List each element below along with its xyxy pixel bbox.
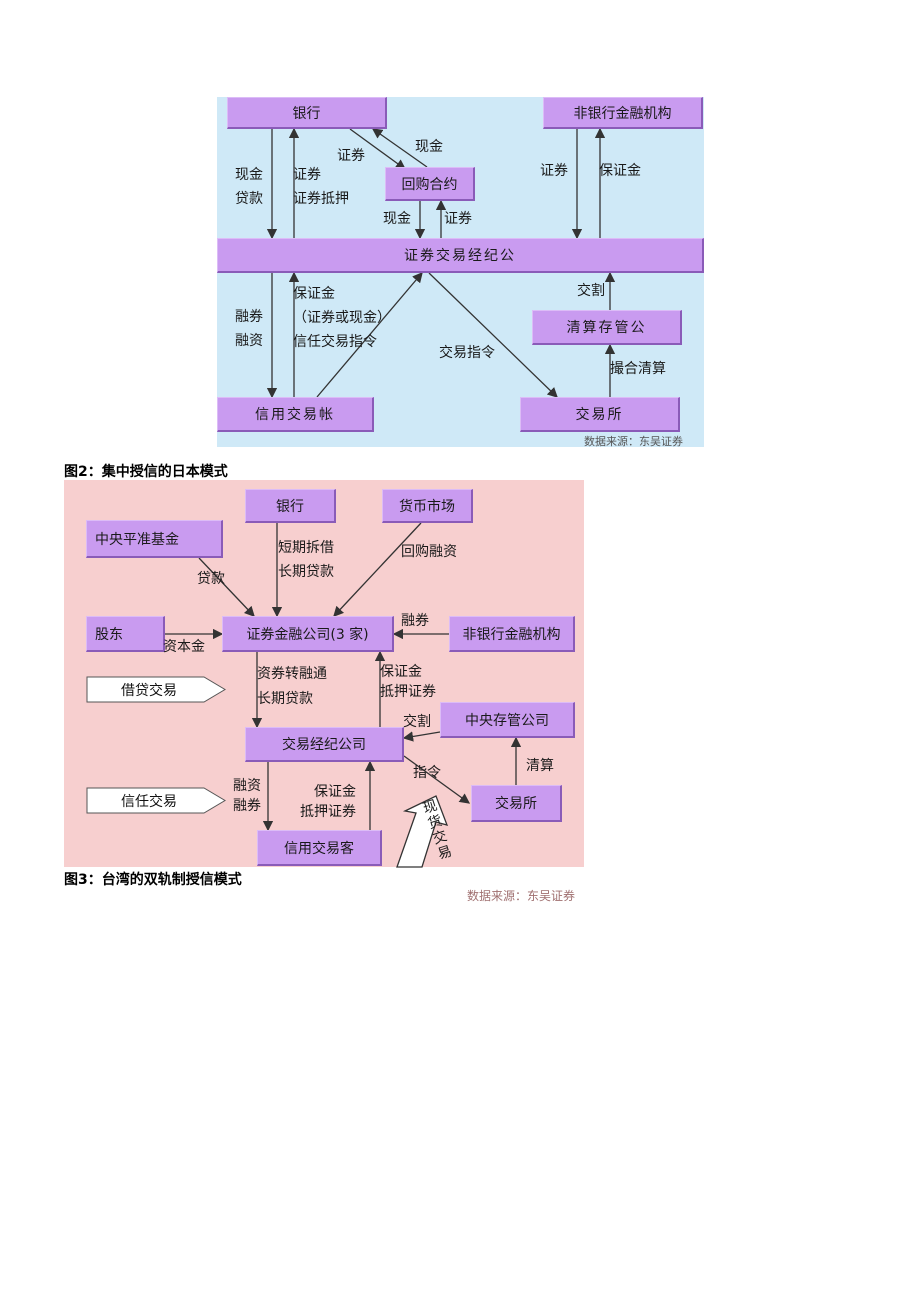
label-capital: 资本金	[163, 639, 205, 655]
arrow-depository-to-broker	[402, 731, 441, 742]
label-delivery: 交割	[403, 714, 431, 730]
box-central-fund: 中央平准基金	[86, 520, 223, 558]
box-broker: 交易经纪公司	[245, 727, 404, 762]
label-trade-order: 交易指令	[439, 345, 495, 361]
tag-trust-label: 信任交易	[121, 793, 177, 810]
box-central-depository: 中央存管公司	[440, 702, 575, 738]
box-repo: 回购合约	[385, 167, 475, 201]
diagram-1: 银行 非银行金融机构 回购合约 证券交易经纪公 清算存管公 信用交易帐 交易所 …	[217, 97, 704, 448]
arrow-broker-to-exchange	[428, 272, 558, 398]
label-securities-top: 证券	[337, 148, 365, 164]
label-matching: 撮合清算	[610, 361, 666, 377]
label-short-loan: 融券 融资	[235, 309, 263, 349]
box-sfc: 证券金融公司(3 家)	[222, 616, 394, 652]
label-securities-lending: 融券	[401, 613, 429, 629]
caption-figure-2: 图2：集中授信的日本模式	[64, 464, 228, 480]
box-credit-account: 信用交易帐	[217, 397, 374, 432]
diagram-1-arrows	[266, 127, 616, 399]
box-money-market: 货币市场	[382, 489, 473, 523]
label-cash-loan: 现金 贷款	[235, 167, 263, 207]
diagram-2: 银行 货币市场 中央平准基金 股东 证券金融公司(3 家) 非银行金融机构 交易…	[64, 480, 584, 868]
diagram-2-arrows	[165, 522, 522, 868]
label-loan: 贷款	[197, 571, 225, 587]
arrow-broker-to-exchange	[403, 755, 471, 804]
label-finance-lend: 融资 融券	[233, 778, 261, 814]
box-credit-customer: 信用交易客	[257, 830, 382, 866]
box-shareholder: 股东	[86, 616, 165, 652]
box-bank: 银行	[245, 489, 336, 523]
box-bank: 银行	[227, 97, 387, 129]
box-nonbank: 非银行金融机构	[449, 616, 575, 652]
label-repo-finance: 回购融资	[401, 544, 457, 560]
tag-lending-label: 借贷交易	[121, 682, 177, 699]
label-repo-securities: 证券	[444, 211, 472, 227]
caption-figure-3: 图3：台湾的双轨制授信模式	[64, 872, 242, 888]
arrow-money-to-sfc	[333, 522, 422, 617]
tag-lending-trade: 借贷交易	[86, 676, 226, 703]
label-nonbank-securities: 证券	[540, 163, 568, 179]
box-clearing: 清算存管公	[532, 310, 682, 345]
label-delivery: 交割	[577, 283, 605, 299]
label-short-long: 短期拆借 长期贷款	[278, 540, 334, 580]
label-nonbank-margin: 保证金	[599, 163, 641, 179]
label-cash-top: 现金	[415, 139, 443, 155]
arrow-fund-to-sfc	[198, 557, 255, 617]
diagram-1-source: 数据来源：东吴证券	[584, 435, 683, 448]
label-repo-cash: 现金	[383, 211, 411, 227]
arrow-spot-trade	[396, 795, 449, 868]
label-refinance: 资券转融通 长期贷款	[257, 666, 327, 707]
arrow-credit-to-broker-diag	[316, 272, 423, 398]
box-nonbank: 非银行金融机构	[543, 97, 703, 129]
label-securities-pledge: 证券 证券抵押	[293, 167, 349, 207]
label-margin-collateral-top: 保证金 抵押证券	[380, 664, 436, 700]
box-broker: 证券交易经纪公	[217, 238, 704, 273]
label-order: 指令	[413, 765, 441, 781]
label-margin-trust: 保证金 （证券或现金） 信任交易指令	[293, 286, 391, 350]
tag-trust-trade: 信任交易	[86, 787, 226, 814]
box-exchange: 交易所	[471, 785, 562, 822]
arrow-repo-to-bank	[371, 128, 428, 168]
figure-3-source: 数据来源：东吴证券	[467, 889, 576, 903]
box-exchange: 交易所	[520, 397, 680, 432]
arrow-bank-to-repo	[349, 128, 407, 170]
label-margin-collateral-bottom: 保证金 抵押证券	[300, 784, 356, 820]
label-clearing: 清算	[526, 758, 554, 774]
